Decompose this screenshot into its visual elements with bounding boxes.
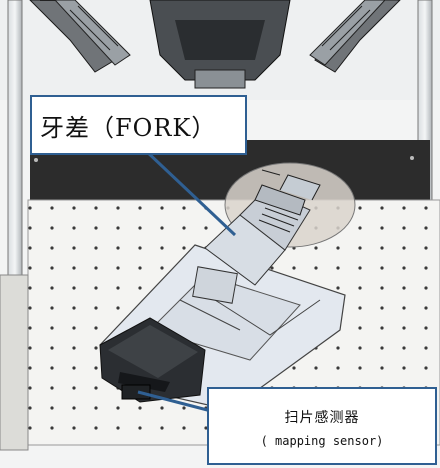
sensor-subtitle: ( mapping sensor) [260,434,384,448]
sensor-leader-line [137,390,216,414]
left-post [7,0,23,301]
sensor-title: 扫片感测器 [284,410,360,426]
fork-arm [204,169,321,286]
fork-callout: 牙差（FORK） [30,95,247,155]
fork-leader-line [143,148,237,237]
mapping-sensor [99,317,206,403]
sensor-callout: 扫片感测器 ( mapping sensor) [207,387,437,465]
left-rail [0,274,29,451]
fork-label: 牙差（FORK） [40,113,217,142]
top-mechanism [0,0,440,100]
